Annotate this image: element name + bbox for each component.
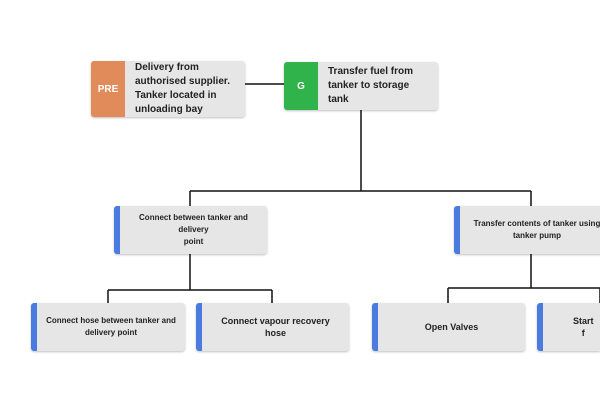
precondition-text: Delivery from authorised supplier. Tanke… [135, 62, 231, 115]
goal-text: Transfer fuel from tanker to storage tan… [328, 66, 414, 105]
task-connect-hose[interactable]: Connect hose between tanker and delivery… [31, 303, 185, 351]
task-1-text: Connect hose between tanker and delivery… [46, 316, 176, 337]
subgoal-connect-tanker[interactable]: Connect between tanker and delivery poin… [114, 206, 267, 254]
goal-box[interactable]: G Transfer fuel from tanker to storage t… [284, 62, 438, 110]
task-3-text: Open Valves [424, 322, 479, 332]
goal-tag: G [284, 62, 318, 110]
precondition-tag: PRE [91, 61, 125, 117]
subgoal-transfer-contents[interactable]: Transfer contents of tanker using tanker… [454, 206, 600, 254]
subgoal-2-text: Transfer contents of tanker using tanker… [473, 219, 600, 240]
task-vapour-recovery[interactable]: Connect vapour recovery hose [196, 303, 349, 351]
task-4-text: Start f [573, 316, 594, 338]
task-start-pump[interactable]: Start f [537, 303, 600, 351]
precondition-box[interactable]: PRE Delivery from authorised supplier. T… [91, 61, 245, 117]
task-2-text: Connect vapour recovery hose [221, 316, 330, 338]
subgoal-1-text: Connect between tanker and delivery poin… [139, 213, 248, 246]
task-open-valves[interactable]: Open Valves [372, 303, 525, 351]
